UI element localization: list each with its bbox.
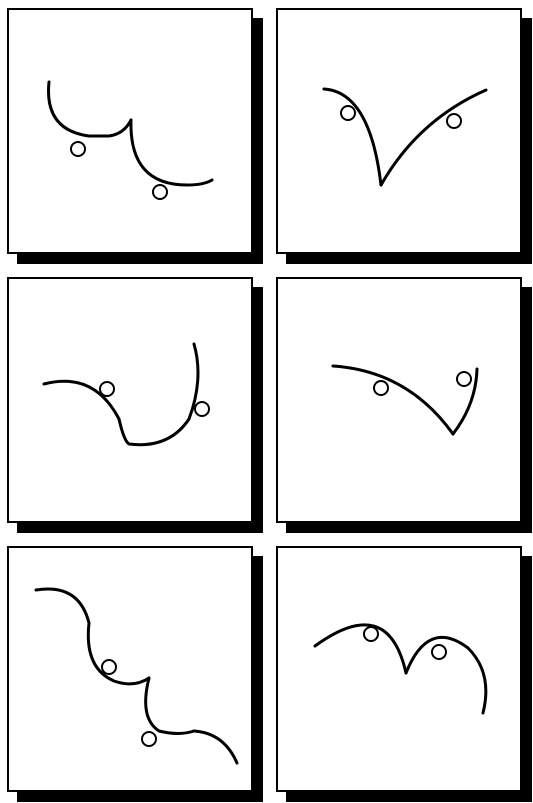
panel-5 (7, 546, 253, 792)
panel-1-ring-1 (71, 142, 85, 156)
panel-2 (276, 8, 522, 254)
panel-4-ring-2 (457, 372, 471, 386)
panel-1-ring-2 (153, 185, 167, 199)
panel-6-ring-1 (364, 627, 378, 641)
panel-2-drawing (278, 10, 524, 256)
panel-3-ring-2 (195, 402, 209, 416)
panel-2-stroke-1 (324, 89, 381, 185)
panel-5-stroke-3 (194, 731, 237, 763)
panel-6-drawing (278, 548, 524, 794)
panel-2-ring-2 (447, 114, 461, 128)
panel-2-stroke-2 (381, 90, 486, 185)
panel-5-stroke-1 (36, 589, 149, 684)
panel-4-ring-1 (374, 381, 388, 395)
panel-5-ring-1 (102, 660, 116, 674)
panel-4-drawing (278, 279, 524, 525)
panel-6-stroke-1 (315, 625, 406, 673)
panel-5-ring-2 (142, 732, 156, 746)
panel-3-stroke-1 (44, 381, 189, 444)
panel-5-stroke-2 (146, 678, 194, 734)
panel-4 (276, 277, 522, 523)
panel-3 (7, 277, 253, 523)
panel-6-ring-2 (432, 645, 446, 659)
panel-3-ring-1 (100, 382, 114, 396)
panel-1 (7, 8, 253, 254)
panel-2-ring-1 (341, 106, 355, 120)
panel-5-drawing (9, 548, 255, 794)
panel-6 (276, 546, 522, 792)
panel-3-drawing (9, 279, 255, 525)
panel-1-stroke-2 (131, 120, 212, 185)
panel-1-drawing (9, 10, 255, 256)
panel-1-stroke-1 (49, 82, 132, 136)
panel-4-stroke-1 (333, 366, 453, 434)
